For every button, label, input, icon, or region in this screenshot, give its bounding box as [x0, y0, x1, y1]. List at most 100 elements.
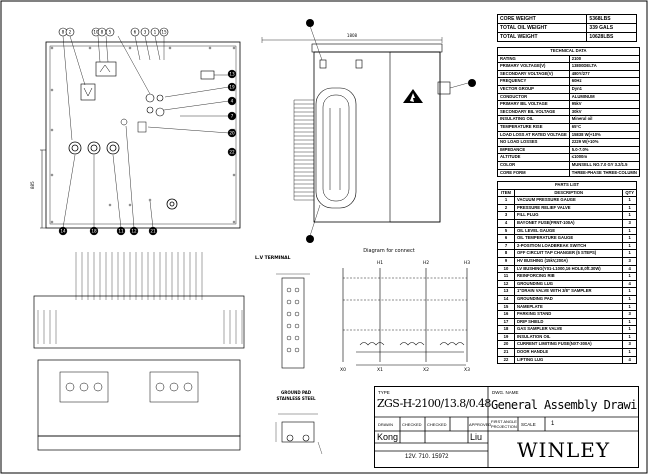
balloons-top	[58, 27, 237, 236]
part-qty: 3	[622, 218, 637, 228]
drawing-number: 12V. 710. 15972	[405, 454, 449, 460]
tech-value: ALUMINUM	[568, 92, 640, 102]
tech-value: 65°C	[568, 122, 640, 132]
part-description: VACUUM PRESSURE GAUGE	[513, 196, 624, 205]
tech-label: INSULATING OIL	[497, 115, 570, 124]
part-item: 13	[497, 287, 515, 296]
balloon-number: 3	[144, 30, 147, 35]
tech-value: THREE-PHASE THREE-COLUMN	[568, 168, 640, 178]
front-view	[40, 35, 241, 229]
part-qty: 1	[622, 317, 637, 327]
part-item: 2	[497, 203, 515, 213]
lv-terminal-label: L.V TERMINAL	[255, 255, 291, 261]
weight-label: TOTAL WEIGHT	[496, 32, 588, 42]
lv-label-x0: X0	[340, 367, 346, 373]
part-qty: 1	[622, 211, 637, 220]
tech-label: FREQUENCY	[497, 77, 570, 86]
dim-top-width: 1808	[347, 33, 358, 38]
part-description: OFF CIRCUIT TAP CHANGER (5 STEPS)	[513, 249, 624, 258]
balloon-number: 8	[101, 30, 104, 35]
part-item: 1	[497, 196, 515, 205]
tech-value: 2229 W(+10%	[568, 138, 640, 147]
part-item: 17	[497, 317, 515, 327]
hv-label-h2: H2	[423, 260, 429, 266]
part-description: 2-POSITION LOADBREAK SWITCH	[513, 241, 624, 251]
table-row: PRIMARY VOLTAGE(V)13800DELTA	[497, 62, 640, 71]
part-item: 8	[497, 249, 515, 258]
balloon-number: 2	[69, 30, 72, 35]
balloon-number: 21	[150, 229, 156, 234]
part-qty: 1	[622, 325, 637, 334]
connection-diagram	[342, 268, 468, 366]
part-item: 10	[497, 264, 515, 274]
part-description: BAYONET FUSE(FRNT-100A)	[513, 218, 624, 228]
part-item: 19	[497, 332, 515, 342]
title-block-grid	[375, 387, 638, 467]
tech-label: TEMPERATURE RISE	[497, 122, 570, 132]
approved-by: Liu	[470, 432, 483, 442]
drawn-label: DRAWN	[378, 422, 393, 427]
dwg-name-label: DWG. NAME	[492, 390, 519, 395]
tech-label: SECONDARY BIL VOLTAGE	[497, 107, 570, 117]
part-qty: 3	[622, 340, 637, 350]
part-qty: 3	[622, 310, 637, 319]
weight-value: 339 GALS	[586, 23, 637, 33]
parts-list-title: PARTS LIST	[497, 181, 637, 190]
lv-terminal-detail	[276, 273, 310, 369]
tech-label: VECTOR GROUP	[497, 84, 570, 94]
tech-label: LOAD LOSS AT RATED VOLTAGE	[497, 130, 570, 140]
part-item: 18	[497, 325, 515, 334]
part-description: HV BUSHING (15kV,200A)	[513, 256, 624, 266]
ground-pad-label-2: STAINLESS STEEL	[276, 396, 316, 401]
side-view	[261, 25, 469, 237]
part-qty: 1	[622, 302, 637, 312]
tech-value: Dyn1	[568, 84, 640, 94]
parts-header-description: DESCRIPTION	[513, 188, 624, 198]
tech-value: 95kV	[568, 100, 640, 109]
part-item: 11	[497, 272, 515, 281]
part-description: GAS SAMPLER VALVE	[513, 325, 624, 334]
table-row: ALTITUDE≤1000m	[497, 153, 640, 162]
ground-pad-detail	[275, 413, 323, 455]
balloon-number: 20	[229, 131, 235, 136]
balloon-number: 4	[231, 99, 234, 104]
connect-diagram-title: Diagram for connect	[363, 248, 414, 254]
tech-value: 60Hz	[568, 77, 640, 86]
tech-label: RATING	[497, 54, 570, 64]
type-label: TYPE	[378, 390, 390, 395]
part-qty: 4	[622, 279, 637, 289]
part-description: NAMEPLATE	[513, 302, 624, 312]
tech-value: 2100	[568, 54, 640, 64]
hv-labels: H1 H2 H3	[377, 260, 470, 266]
part-item: 21	[497, 348, 515, 357]
drawn-by: Kong	[377, 432, 399, 442]
part-description: LV BUSHING(Y01-L1000,16 HOLE,0ft.30W)	[513, 264, 624, 274]
parts-header-item: ITEM	[497, 188, 515, 198]
part-qty: 3	[622, 256, 637, 266]
tech-value: 30kV	[568, 107, 640, 117]
lv-label-x3: X3	[464, 367, 470, 373]
checked-label: CHECKED	[402, 422, 422, 427]
